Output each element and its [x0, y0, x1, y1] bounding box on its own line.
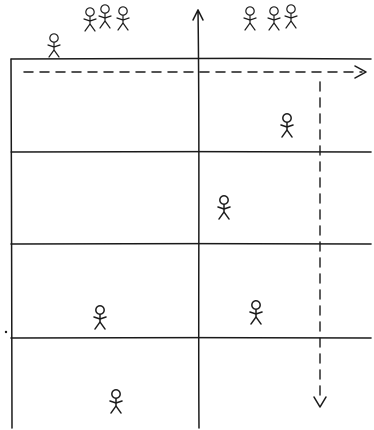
- stick-figure-row1-right: [281, 114, 293, 137]
- horizontal-dashed-arrow: [24, 66, 366, 78]
- stray-mark: [5, 331, 7, 333]
- stick-figure: [117, 7, 129, 30]
- stick-figure-outside-grid: [48, 34, 60, 57]
- stick-figure: [285, 5, 297, 28]
- stick-figure: [99, 5, 111, 28]
- stick-figure-row2-right: [218, 196, 230, 219]
- stick-figure-row3-left: [94, 306, 106, 329]
- stick-figure-row3-right: [250, 301, 262, 324]
- grid-frame: [11, 58, 371, 428]
- grid-top-line: [11, 58, 371, 59]
- stick-figure: [268, 7, 280, 30]
- stick-figure: [244, 7, 256, 30]
- group-top-right: [244, 5, 297, 30]
- group-top-left: [84, 5, 129, 31]
- stick-figure-row4-left: [110, 390, 122, 413]
- stick-figure: [84, 8, 96, 31]
